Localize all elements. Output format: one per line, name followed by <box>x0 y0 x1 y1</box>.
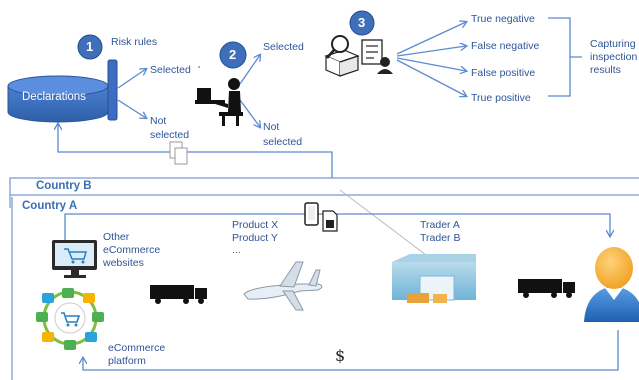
not-selected-1a-label: Not <box>150 115 167 127</box>
capturing-label-1: Capturing <box>590 38 636 50</box>
payment-flow-arrow <box>83 330 619 371</box>
payment-dollar-symbol: $ <box>335 346 346 365</box>
false-negative-label: False negative <box>471 40 540 52</box>
declarations-database-icon <box>7 75 109 123</box>
other-ecommerce-label-1: Other <box>103 231 130 243</box>
warehouse-icon <box>392 254 476 303</box>
risk-rules-filter-icon <box>107 59 118 121</box>
product-x-label: Product X <box>232 219 279 231</box>
customer-avatar-icon <box>584 247 639 322</box>
truck-icon <box>150 285 207 304</box>
phone-document-icon <box>304 202 338 232</box>
true-positive-label: True positive <box>471 92 531 104</box>
ecommerce-monitor-icon <box>52 240 97 278</box>
truck-icon-2 <box>518 279 575 298</box>
step-3-label: 3 <box>358 15 366 30</box>
true-negative-label: True negative <box>471 13 535 25</box>
other-ecommerce-label-2: eCommerce <box>103 244 161 256</box>
product-y-label: Product Y <box>232 232 278 244</box>
not-selected-1b-label: selected <box>150 129 190 141</box>
customs-officer-icon <box>195 78 243 126</box>
step-3-badge <box>349 10 375 36</box>
other-ecommerce-label-3: websites <box>103 257 144 269</box>
step-1-label: 1 <box>86 39 94 54</box>
capturing-label-3: results <box>590 64 621 76</box>
ecommerce-platform-label-2: platform <box>108 355 146 367</box>
documents-icon <box>169 141 188 165</box>
country-b-label: Country B <box>36 180 92 192</box>
results-bracket <box>548 17 582 97</box>
trader-b-label: Trader B <box>420 232 461 244</box>
not-selected-2a-label: Not <box>263 121 280 133</box>
false-positive-label: False positive <box>471 67 536 79</box>
capturing-label-2: inspection <box>590 51 638 63</box>
trader-a-label: Trader A <box>420 219 460 231</box>
ecommerce-platform-icon <box>36 288 104 350</box>
order-flow-arrow <box>64 213 610 240</box>
inspection-icon <box>324 35 393 77</box>
step-2-badge <box>219 41 247 69</box>
airplane-icon <box>243 261 323 311</box>
step-2-label: 2 <box>229 47 237 62</box>
selected-1-label: Selected <box>150 64 191 76</box>
declarations-label: Declarations <box>22 91 86 103</box>
selected-2-label: Selected <box>263 41 304 53</box>
product-ellipsis-label: ... <box>232 244 241 256</box>
ecommerce-platform-label-1: eCommerce <box>108 342 166 354</box>
country-b-box <box>9 177 639 208</box>
not-selected-2b-label: selected <box>263 136 303 148</box>
country-a-label: Country A <box>22 200 78 212</box>
trader-document-link <box>339 189 431 259</box>
step-1-badge <box>77 34 103 60</box>
risk-rules-label: Risk rules <box>111 36 158 48</box>
feedback-arrow <box>58 124 333 178</box>
